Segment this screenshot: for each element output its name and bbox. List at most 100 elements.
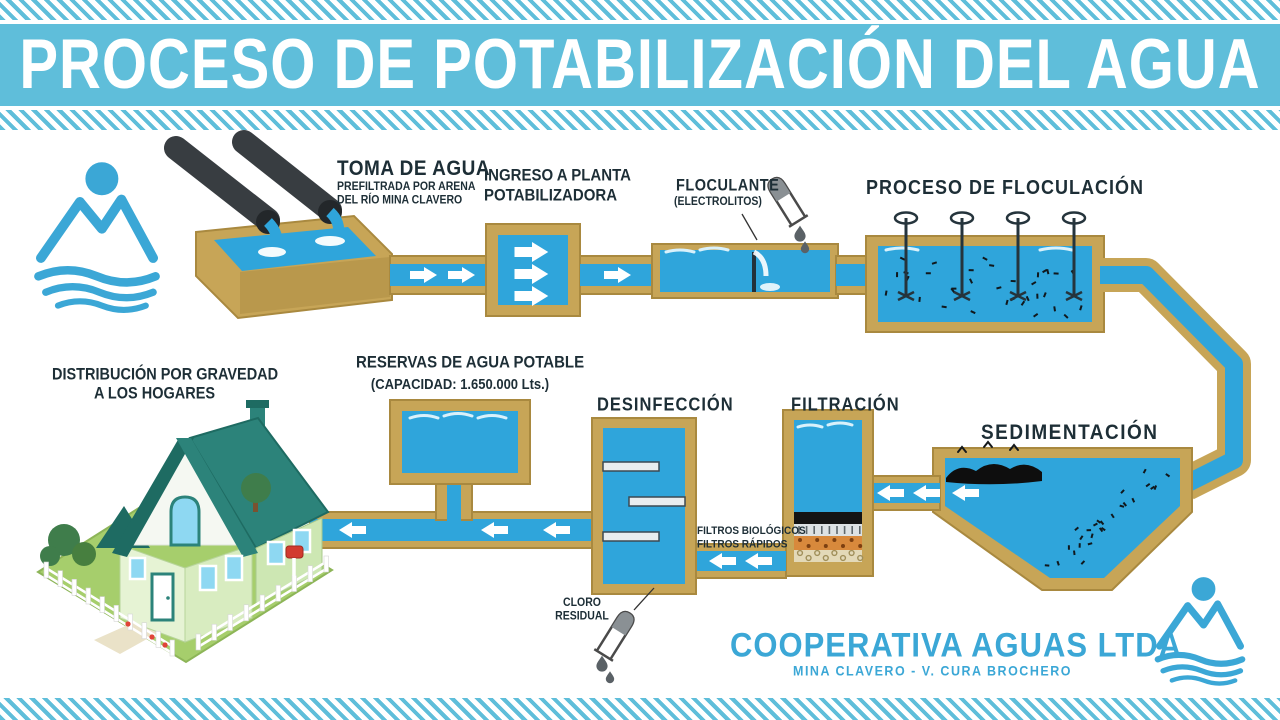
floc-particle — [1042, 292, 1047, 298]
floc-particle — [950, 287, 956, 293]
sediment-particle — [1090, 533, 1094, 539]
gravel-dot — [831, 549, 838, 557]
flocculation-tank — [865, 211, 1105, 333]
sediment-particle — [1120, 489, 1125, 494]
fence-post — [155, 631, 161, 648]
sediment-particle — [1122, 501, 1128, 507]
baffle — [602, 461, 660, 472]
sediment-particle — [1074, 526, 1080, 532]
channel-filtration-to-disinfection — [689, 543, 787, 579]
gravel-dot — [822, 554, 829, 562]
floc-particle — [899, 256, 906, 261]
label-reservas: RESERVAS DE AGUA POTABLE (CAPACIDAD: 1.6… — [356, 353, 585, 393]
channel-to-sedimentation — [1100, 258, 1251, 500]
gravel-dot — [796, 549, 804, 557]
sediment-particle — [1110, 513, 1115, 519]
filter-dot — [832, 538, 837, 542]
flower — [149, 634, 155, 640]
drop-icon — [794, 225, 806, 242]
sediment-particle — [1099, 520, 1105, 526]
bush — [40, 546, 60, 566]
sediment-particle — [1056, 560, 1060, 566]
fence-post — [211, 623, 217, 641]
filter-dot — [806, 544, 811, 548]
channel-intake-to-inlet — [389, 255, 489, 295]
tree — [241, 473, 271, 503]
floc-particle — [1005, 299, 1009, 306]
page-title: PROCESO DE POTABILIZACIÓN DEL AGUA — [19, 24, 1261, 105]
window — [266, 540, 286, 566]
sediment-particle — [1100, 526, 1106, 532]
label-cloro: CLORO RESIDUAL — [555, 596, 609, 623]
flocculant-dropper-icon — [741, 172, 810, 254]
filter-dot — [815, 538, 820, 542]
filter-layer-carbon — [794, 512, 862, 524]
label-floculante-sub: (ELECTROLITOS) — [674, 195, 762, 209]
splash — [258, 247, 286, 257]
fence-post — [43, 561, 49, 579]
sedimentation-tank — [932, 440, 1193, 591]
gravel-dot — [805, 554, 812, 562]
floc-particle — [1020, 300, 1026, 306]
house-illustration — [36, 400, 334, 664]
label-floculacion: PROCESO DE FLOCULACIÓN — [866, 176, 1145, 199]
fence-post — [307, 565, 313, 583]
flower — [125, 621, 131, 627]
label-toma-title: TOMA DE AGUA — [337, 157, 491, 181]
gravel-dot — [839, 554, 847, 562]
sediment-particle — [1150, 485, 1155, 490]
sediment-particle — [1145, 483, 1151, 488]
floc-particle — [1063, 313, 1069, 319]
sediment-particle — [1092, 522, 1098, 527]
floc-particle — [996, 286, 1002, 290]
scum-layer — [946, 463, 1042, 485]
drop-icon — [596, 655, 608, 672]
header-bottom-stripe — [0, 110, 1280, 130]
roof-beam-right — [176, 438, 258, 557]
floc-particle — [1046, 269, 1050, 275]
fence-post — [113, 605, 119, 622]
floc-particle — [1053, 306, 1057, 312]
window — [224, 554, 244, 582]
sediment-particle — [1087, 542, 1093, 546]
floc-particle — [931, 261, 938, 265]
fence-post — [57, 570, 63, 587]
channel-inlet-to-flocculant — [579, 255, 655, 295]
bush — [72, 542, 96, 566]
sediment-particle — [1079, 535, 1084, 541]
filter-dot — [858, 544, 863, 548]
floc-particle — [1079, 305, 1083, 311]
filter-dot — [849, 538, 854, 542]
fence-post — [323, 555, 329, 573]
drop-icon — [605, 671, 615, 684]
plant-inlet-basin — [485, 223, 581, 317]
baffle — [628, 496, 686, 507]
filtration-tank — [782, 409, 874, 577]
filter-dot — [841, 544, 845, 548]
bottom-stripe-border — [0, 698, 1280, 720]
sediment-particle — [1119, 504, 1125, 508]
door — [150, 572, 175, 622]
footer-company: COOPERATIVA AGUAS LTDA — [730, 625, 1182, 665]
fence-post — [99, 596, 105, 613]
sediment-particle — [1096, 519, 1102, 524]
sediment-particle — [1131, 497, 1136, 503]
arch-window — [169, 495, 201, 547]
sediment-particle — [1165, 473, 1171, 478]
window — [198, 564, 218, 592]
label-filtros-note: FILTROS BIOLÓGICOS FILTROS RÁPIDOS — [697, 525, 806, 551]
floc-particle — [1031, 281, 1037, 286]
sediment-particle — [1080, 560, 1086, 565]
floc-particle — [1025, 295, 1030, 302]
floc-particle — [970, 310, 976, 315]
fence-post — [275, 584, 281, 602]
tree-trunk — [253, 498, 258, 512]
picket-fence — [43, 555, 329, 657]
sediment-particle — [1153, 485, 1158, 491]
header-band: PROCESO DE POTABILIZACIÓN DEL AGUA — [0, 24, 1280, 106]
floc-particle — [941, 305, 947, 309]
label-toma-sub: PREFILTRADA POR ARENA DEL RÍO MINA CLAVE… — [337, 180, 476, 207]
mailbox — [285, 545, 304, 559]
settling-particles — [1044, 468, 1171, 567]
